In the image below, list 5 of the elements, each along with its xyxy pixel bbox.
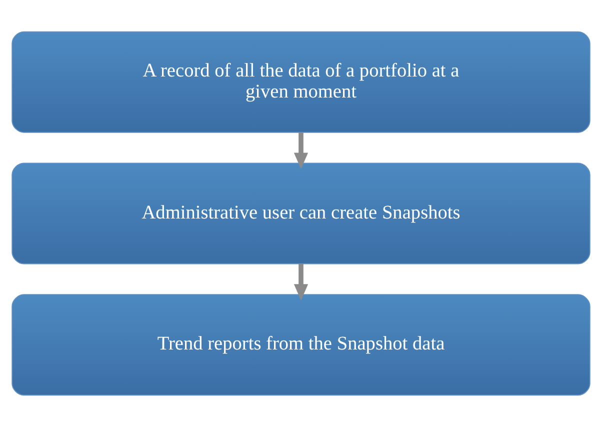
node-box: Administrative user can create Snapshots — [12, 162, 590, 264]
arrow — [294, 263, 308, 300]
node-box: A record of all the data of a portfolio at a given moment — [12, 30, 590, 132]
node-box: Trend reports from the Snapshot data — [12, 294, 590, 396]
arrow — [294, 132, 308, 168]
